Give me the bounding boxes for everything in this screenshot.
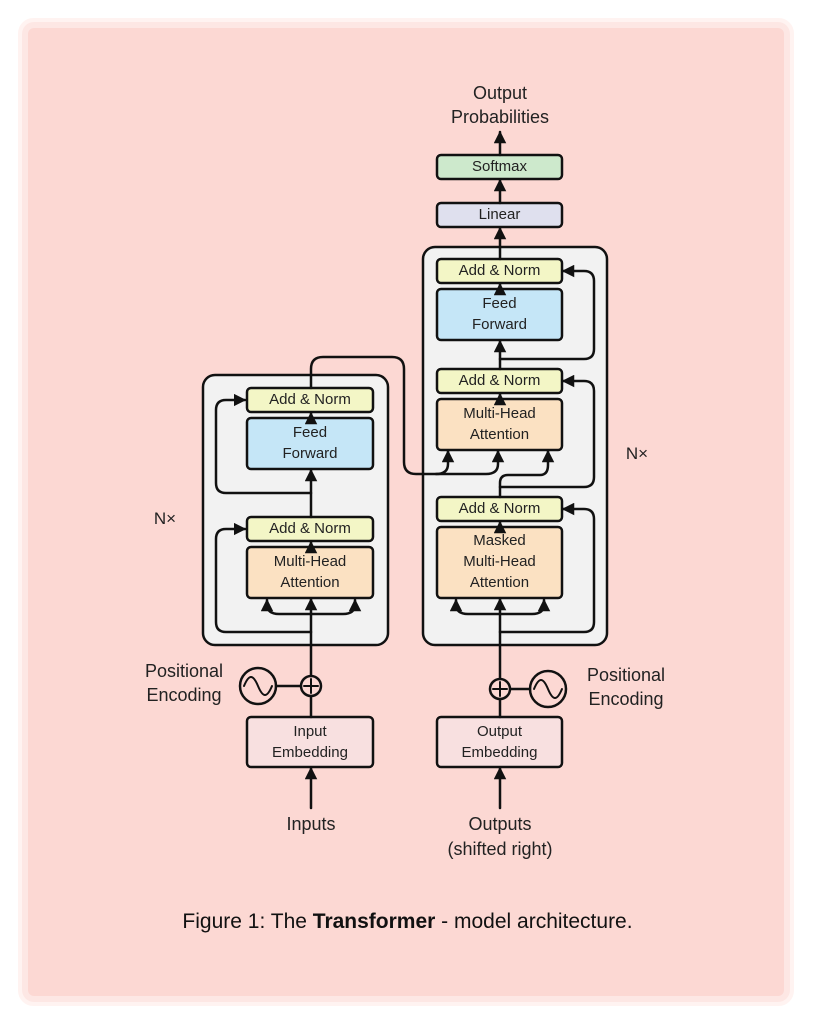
decoder-feed-forward-label-1: Feed (482, 295, 517, 312)
encoder-stack (201, 373, 390, 647)
decoder-add-norm-top-label: Add & Norm (458, 262, 541, 279)
caption-prefix: Figure 1: The (182, 910, 313, 933)
encoder-positional-label-1: Positional (144, 661, 224, 681)
decoder-feed-forward-label-2: Forward (471, 316, 527, 333)
decoder-add-norm-bottom-label: Add & Norm (458, 500, 541, 517)
caption-suffix: - model architecture. (435, 910, 633, 933)
encoder-positional-label-2: Encoding (146, 685, 222, 705)
masked-attention-label-1: Masked (473, 532, 526, 549)
figure-caption: Figure 1: The Transformer - model archit… (0, 910, 815, 934)
decoder-positional-label-1: Positional (586, 665, 666, 685)
output-probabilities-label-1: Output (472, 83, 528, 103)
page-background (28, 28, 784, 996)
encoder-feed-forward-label-2: Forward (282, 445, 338, 462)
output-probabilities-label-2: Probabilities (450, 107, 550, 127)
caption-bold: Transformer (312, 910, 436, 933)
decoder-mha-label-2: Attention (469, 426, 530, 443)
inputs-label: Inputs (286, 814, 336, 834)
softmax-label: Softmax (471, 158, 528, 175)
encoder-add-norm-top-label: Add & Norm (269, 391, 351, 408)
decoder-positional-label-2: Encoding (588, 689, 664, 709)
outputs-label-2: (shifted right) (447, 839, 553, 859)
decoder-add-norm-middle-label: Add & Norm (458, 372, 541, 389)
encoder-add-norm-bottom-label: Add & Norm (269, 520, 351, 537)
input-embedding-label-1: Input (293, 723, 327, 740)
encoder-mha-label-1: Multi-Head (273, 553, 347, 570)
output-embedding-label-1: Output (476, 723, 523, 740)
encoder-feed-forward-label-1: Feed (292, 424, 328, 441)
masked-attention-label-3: Attention (469, 574, 530, 591)
decoder-repeat-label: N× (625, 444, 649, 463)
outputs-label-1: Outputs (468, 814, 532, 834)
encoder-repeat-label: N× (153, 509, 177, 528)
encoder-mha-label-2: Attention (280, 574, 340, 591)
linear-label: Linear (478, 206, 521, 223)
input-embedding-label-2: Embedding (272, 744, 348, 761)
masked-attention-label-2: Multi-Head (463, 553, 536, 570)
output-embedding-label-2: Embedding (461, 744, 538, 761)
decoder-mha-label-1: Multi-Head (463, 405, 536, 422)
